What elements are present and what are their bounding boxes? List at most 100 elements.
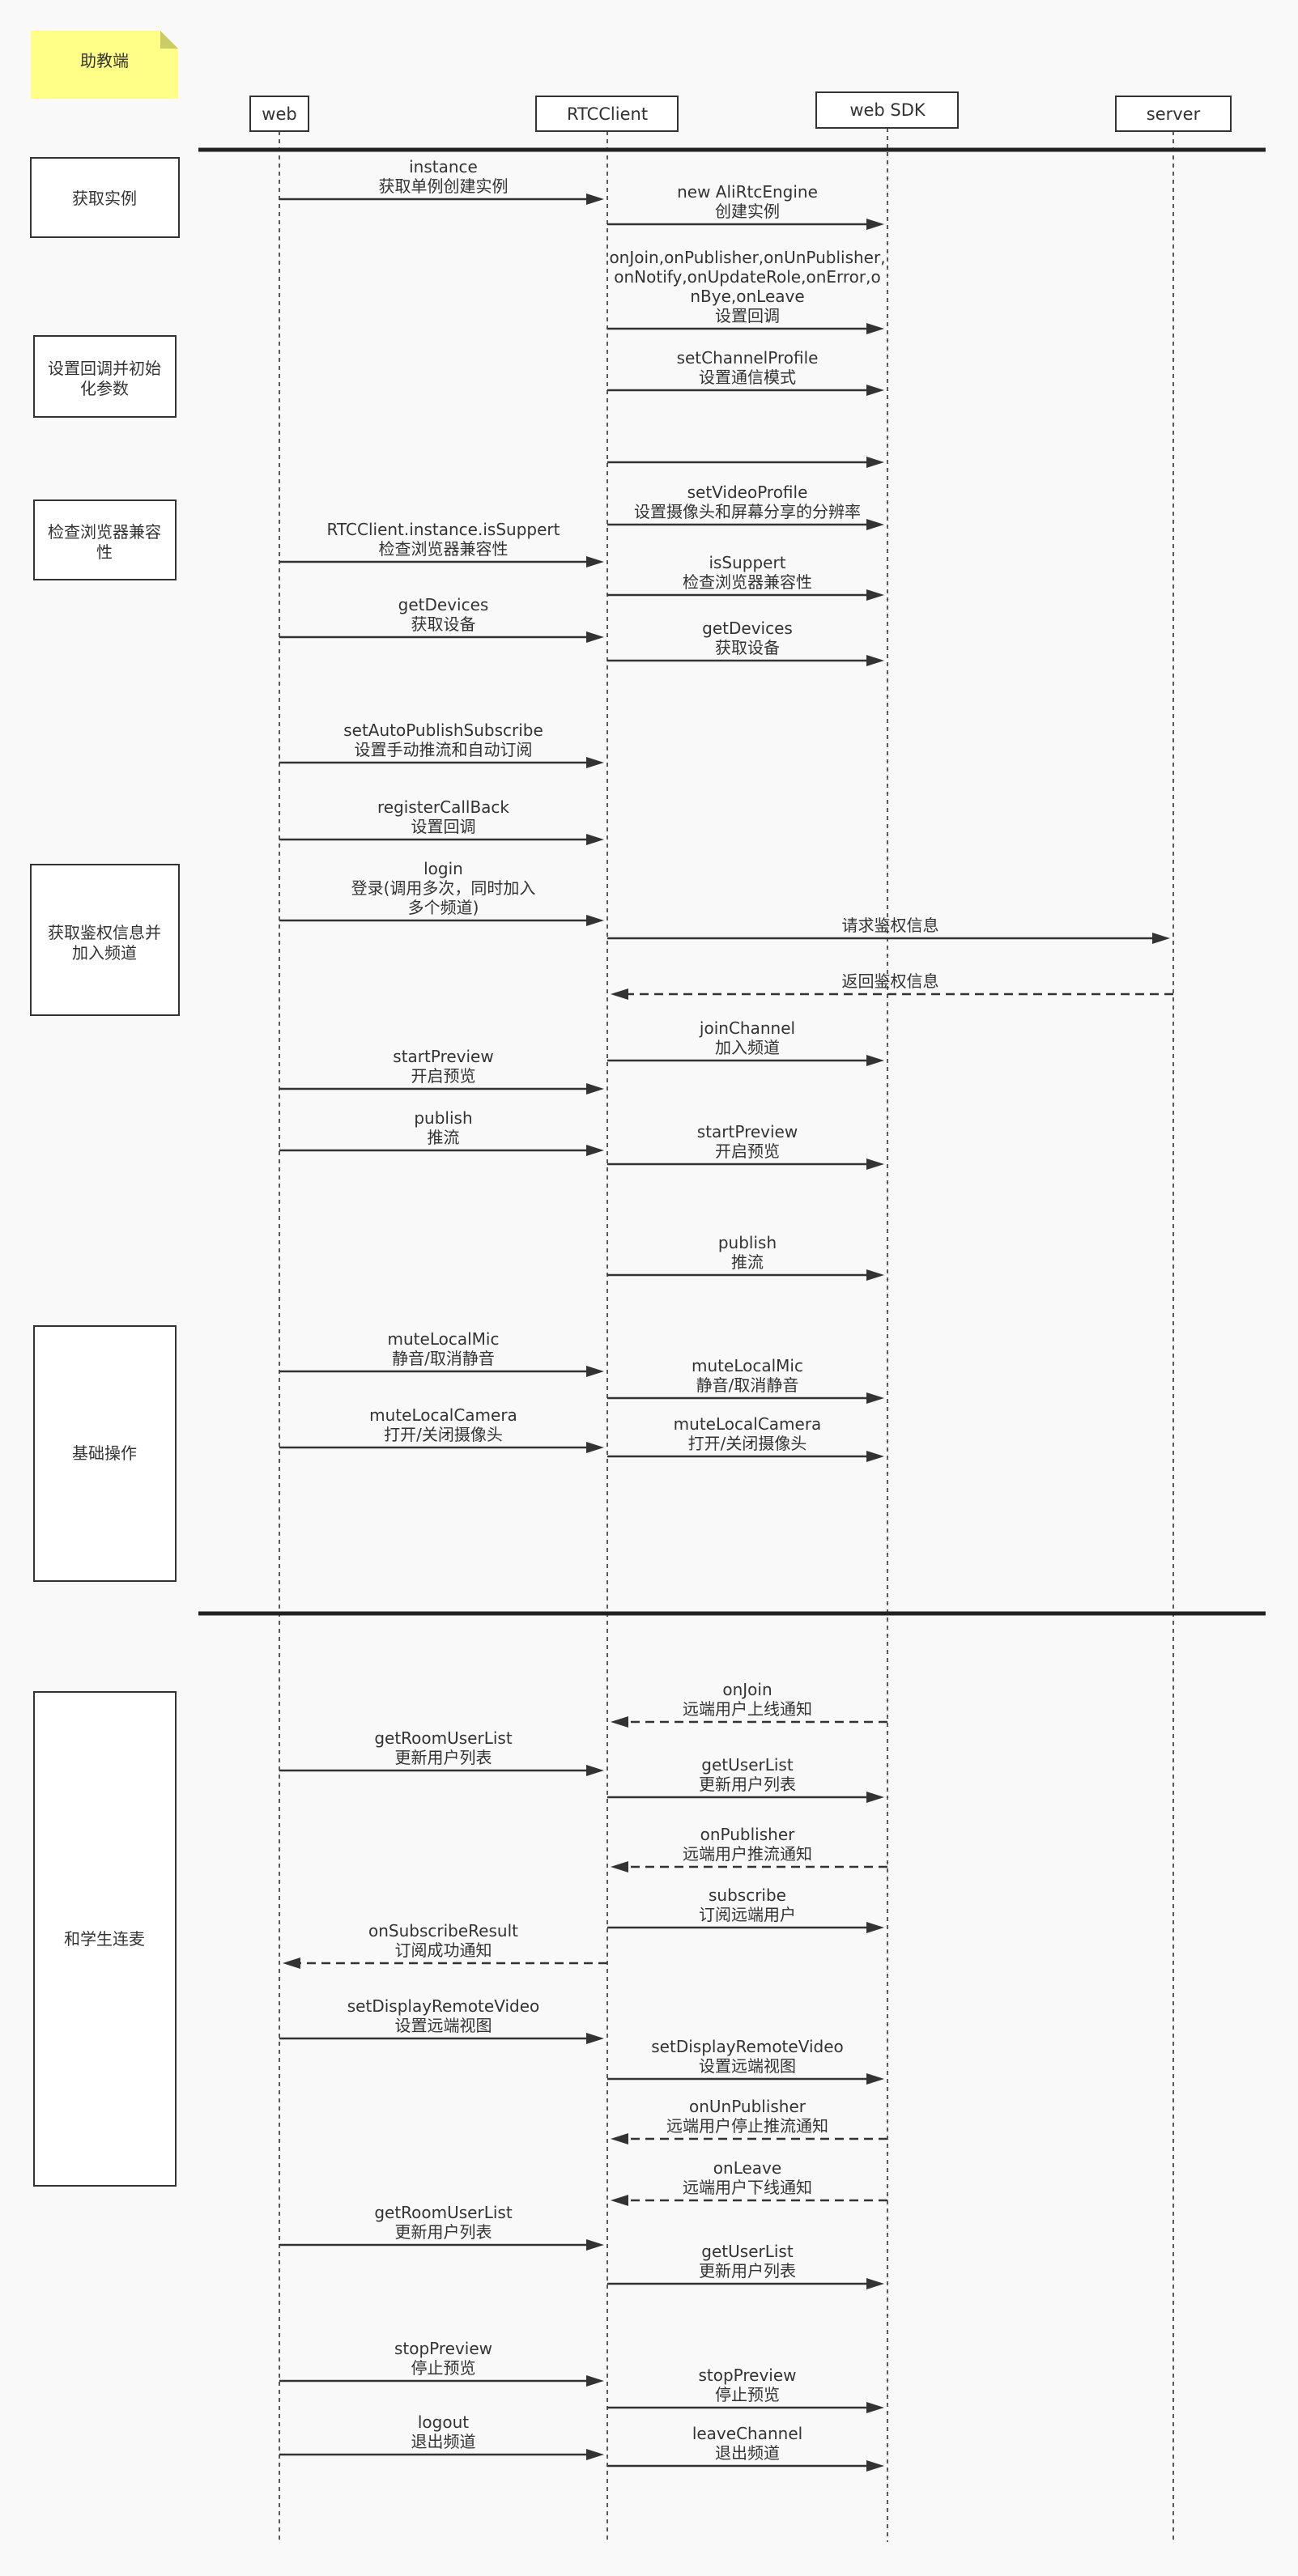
message-label: 设置远端视图	[699, 2056, 796, 2076]
message-label: 获取单例创建实例	[379, 176, 509, 196]
message-label: setChannelProfile	[677, 348, 819, 368]
arrow-head	[866, 2073, 884, 2085]
participant-web-sdk: web SDK	[815, 91, 959, 129]
message-label: 登录(调用多次，同时加入	[351, 878, 536, 898]
arrow-head	[866, 1158, 884, 1170]
message-label: getUserList	[701, 1755, 794, 1775]
section-get-instance-line-1: 获取实例	[72, 189, 137, 208]
arrow-head	[866, 2460, 884, 2472]
message-label: 更新用户列表	[395, 2222, 492, 2242]
message-label: 设置回调	[715, 306, 780, 325]
section-basic-ops-line-1: 基础操作	[72, 1443, 137, 1463]
arrow-head	[283, 1958, 300, 1969]
message-label: 打开/关闭摄像头	[384, 1425, 503, 1444]
participant-server-label: server	[1147, 104, 1201, 124]
message-label: 停止预览	[715, 2385, 780, 2404]
section-init-callbacks-line-2: 化参数	[80, 379, 129, 398]
message-label: 开启预览	[715, 1141, 780, 1161]
message-label: 返回鉴权信息	[842, 971, 939, 991]
message-label: setDisplayRemoteVideo	[347, 1996, 540, 2016]
arrow-head	[866, 2278, 884, 2289]
message-label: subscribe	[709, 1885, 786, 1905]
section-get-instance: 获取实例	[30, 157, 180, 238]
message-label: 设置回调	[411, 817, 476, 836]
arrow-head	[611, 2195, 628, 2206]
arrow-head	[866, 519, 884, 530]
participant-web-sdk-label: web SDK	[849, 100, 926, 120]
message-label: instance	[409, 157, 478, 176]
arrow-head	[586, 757, 604, 768]
message-label: 退出频道	[411, 2432, 476, 2451]
message-arrow: 返回鉴权信息	[611, 971, 1173, 1000]
note: 助教端	[31, 31, 178, 99]
participant-rtcclient-label: RTCClient	[567, 104, 648, 124]
arrow-head	[866, 385, 884, 396]
message-label: 检查浏览器兼容性	[683, 572, 812, 592]
message-label: getUserList	[701, 2242, 794, 2261]
arrow-head	[586, 1765, 604, 1776]
message-label: 远端用户推流通知	[683, 1844, 812, 1864]
message-label: 设置通信模式	[699, 368, 796, 387]
message-label: onJoin	[722, 1680, 772, 1699]
arrow-head	[586, 2375, 604, 2387]
message-label: 远端用户上线通知	[683, 1699, 812, 1719]
message-label: 设置远端视图	[395, 2016, 492, 2035]
message-label: 静音/取消静音	[696, 1375, 799, 1395]
message-label: onSubscribeResult	[368, 1921, 518, 1941]
message-label: leaveChannel	[692, 2424, 802, 2443]
message-label: startPreview	[393, 1047, 493, 1066]
section-student-connect-line-1: 和学生连麦	[64, 1929, 145, 1949]
message-label: 推流	[428, 1128, 460, 1147]
message-label: setVideoProfile	[687, 482, 808, 502]
message-label: isSuppert	[709, 553, 785, 572]
arrow-head	[866, 219, 884, 230]
message-label: 设置手动推流和自动订阅	[355, 740, 533, 759]
message-label: startPreview	[697, 1122, 798, 1141]
message-label: getRoomUserList	[374, 1728, 513, 1748]
message-label: 打开/关闭摄像头	[688, 1434, 807, 1453]
arrow-head	[866, 1451, 884, 1462]
arrow-head	[866, 457, 884, 468]
message-label: 加入频道	[715, 1038, 780, 1057]
arrow-head	[586, 1442, 604, 1453]
message-label: muteLocalMic	[692, 1356, 803, 1375]
message-label: logout	[418, 2412, 469, 2432]
message-arrow: onJoin,onPublisher,onUnPublisher,onNotif…	[607, 248, 886, 334]
message-label: muteLocalMic	[388, 1329, 500, 1349]
arrow-head	[866, 1392, 884, 1404]
section-auth-join-line-2: 加入频道	[72, 943, 137, 963]
participant-web-label: web	[262, 104, 296, 124]
section-browser-compat-line-1: 检查浏览器兼容	[48, 522, 161, 542]
arrow-head	[586, 915, 604, 926]
arrow-head	[611, 2133, 628, 2145]
message-label: RTCClient.instance.isSuppert	[327, 520, 560, 539]
message-arrow: 请求鉴权信息	[607, 916, 1170, 944]
message-label: onLeave	[713, 2158, 781, 2178]
arrow-head	[866, 2402, 884, 2413]
section-basic-ops: 基础操作	[33, 1325, 177, 1582]
message-label: 多个频道)	[408, 898, 479, 917]
